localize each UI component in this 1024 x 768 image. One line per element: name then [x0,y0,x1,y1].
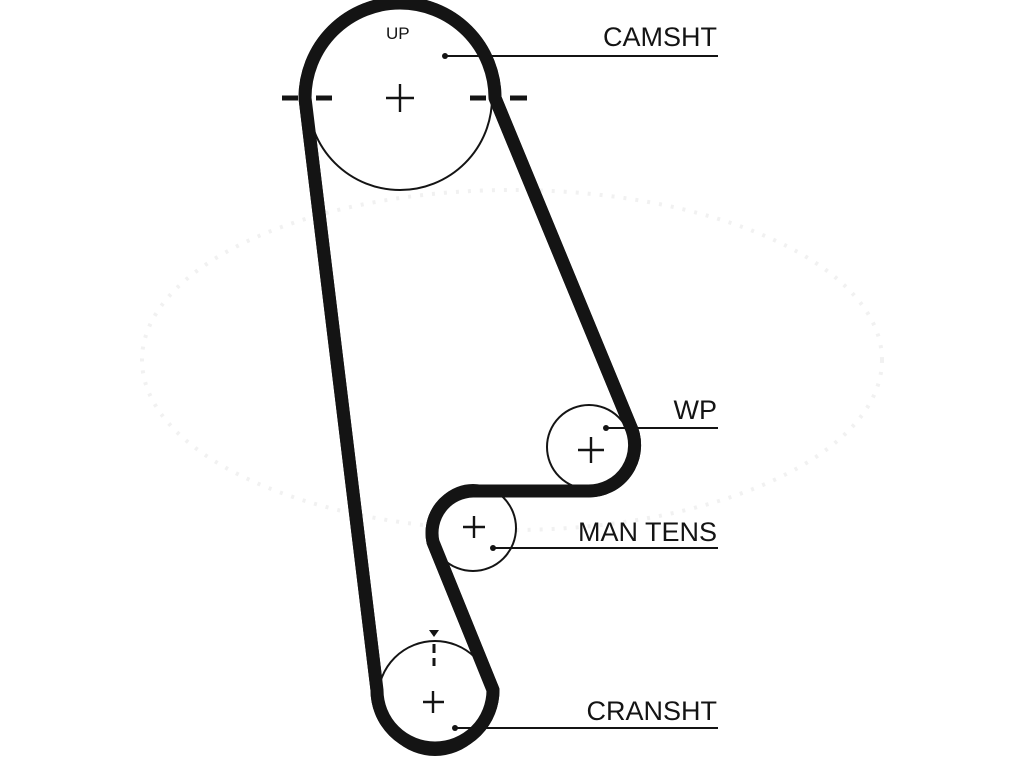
timing-belt-overlay [298,0,642,755]
camshaft-label: CAMSHT [603,22,717,52]
crankshaft-label: CRANSHT [586,696,717,726]
tensioner-leader [490,545,718,551]
tensioner-label: MAN TENS [578,517,717,547]
crankshaft-timing-mark [429,630,439,666]
camshaft-center-mark [386,84,414,112]
tensioner-center-mark [463,516,485,538]
water-pump-leader [603,425,718,431]
crankshaft-center-mark [423,691,444,713]
background-watermark [140,188,884,532]
up-marker-label: UP [386,24,410,43]
crankshaft-leader [452,725,718,731]
water-pump-center-mark [578,437,604,463]
water-pump-label: WP [674,395,718,425]
camshaft-leader [442,53,718,59]
